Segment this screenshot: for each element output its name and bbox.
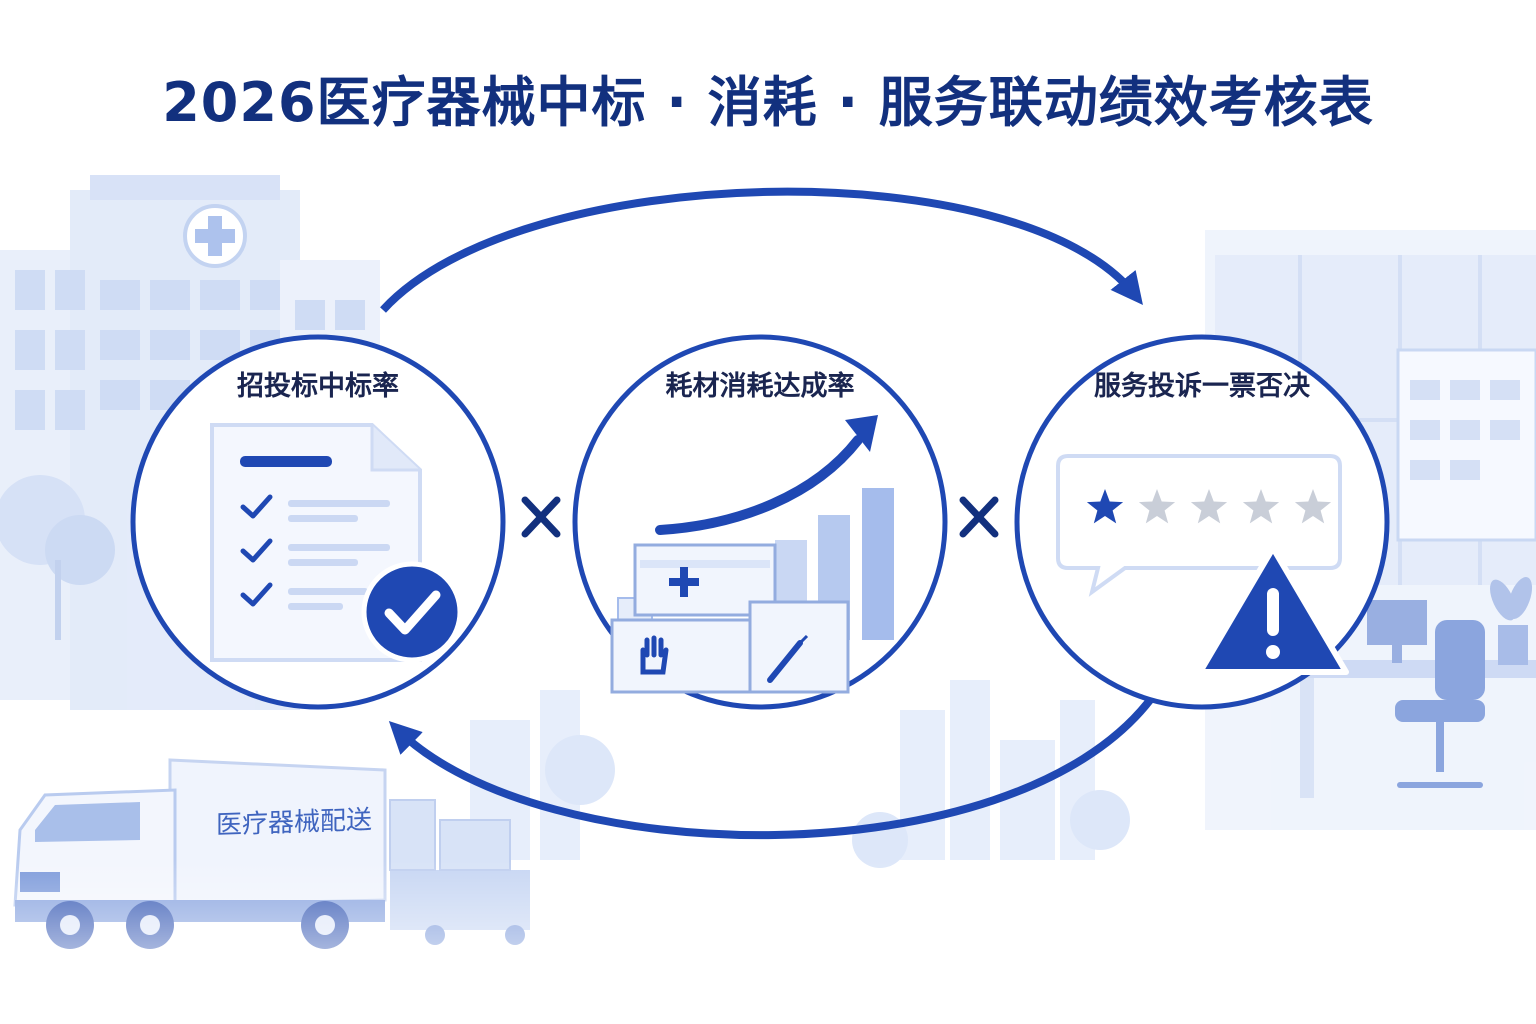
top-cycle-arrow xyxy=(380,187,1143,313)
star-empty-icon xyxy=(1190,489,1228,524)
city-skyline-illustration xyxy=(470,680,1130,868)
node-label-consumption-rate: 耗材消耗达成率 xyxy=(665,371,855,402)
multiply-icon xyxy=(521,496,561,538)
star-rating xyxy=(1086,489,1332,524)
star-empty-icon xyxy=(1138,489,1176,524)
bottom-fade xyxy=(0,860,1536,1024)
node-label-service-veto: 服务投诉一票否决 xyxy=(1094,371,1310,402)
bottom-cycle-arrow xyxy=(388,697,1154,839)
document-checklist-icon xyxy=(210,423,463,663)
star-empty-icon xyxy=(1242,489,1280,524)
supply-boxes-growth-icon xyxy=(610,415,894,694)
page-title: 2026医疗器械中标 · 消耗 · 服务联动绩效考核表 xyxy=(162,71,1374,134)
truck-label: 医疗器械配送 xyxy=(215,805,372,841)
star-empty-icon xyxy=(1294,489,1332,524)
star-filled-icon xyxy=(1086,489,1124,524)
node-label-bid-rate: 招投标中标率 xyxy=(237,371,399,402)
rating-warning-icon xyxy=(1056,454,1349,675)
multiply-icon xyxy=(959,496,999,538)
